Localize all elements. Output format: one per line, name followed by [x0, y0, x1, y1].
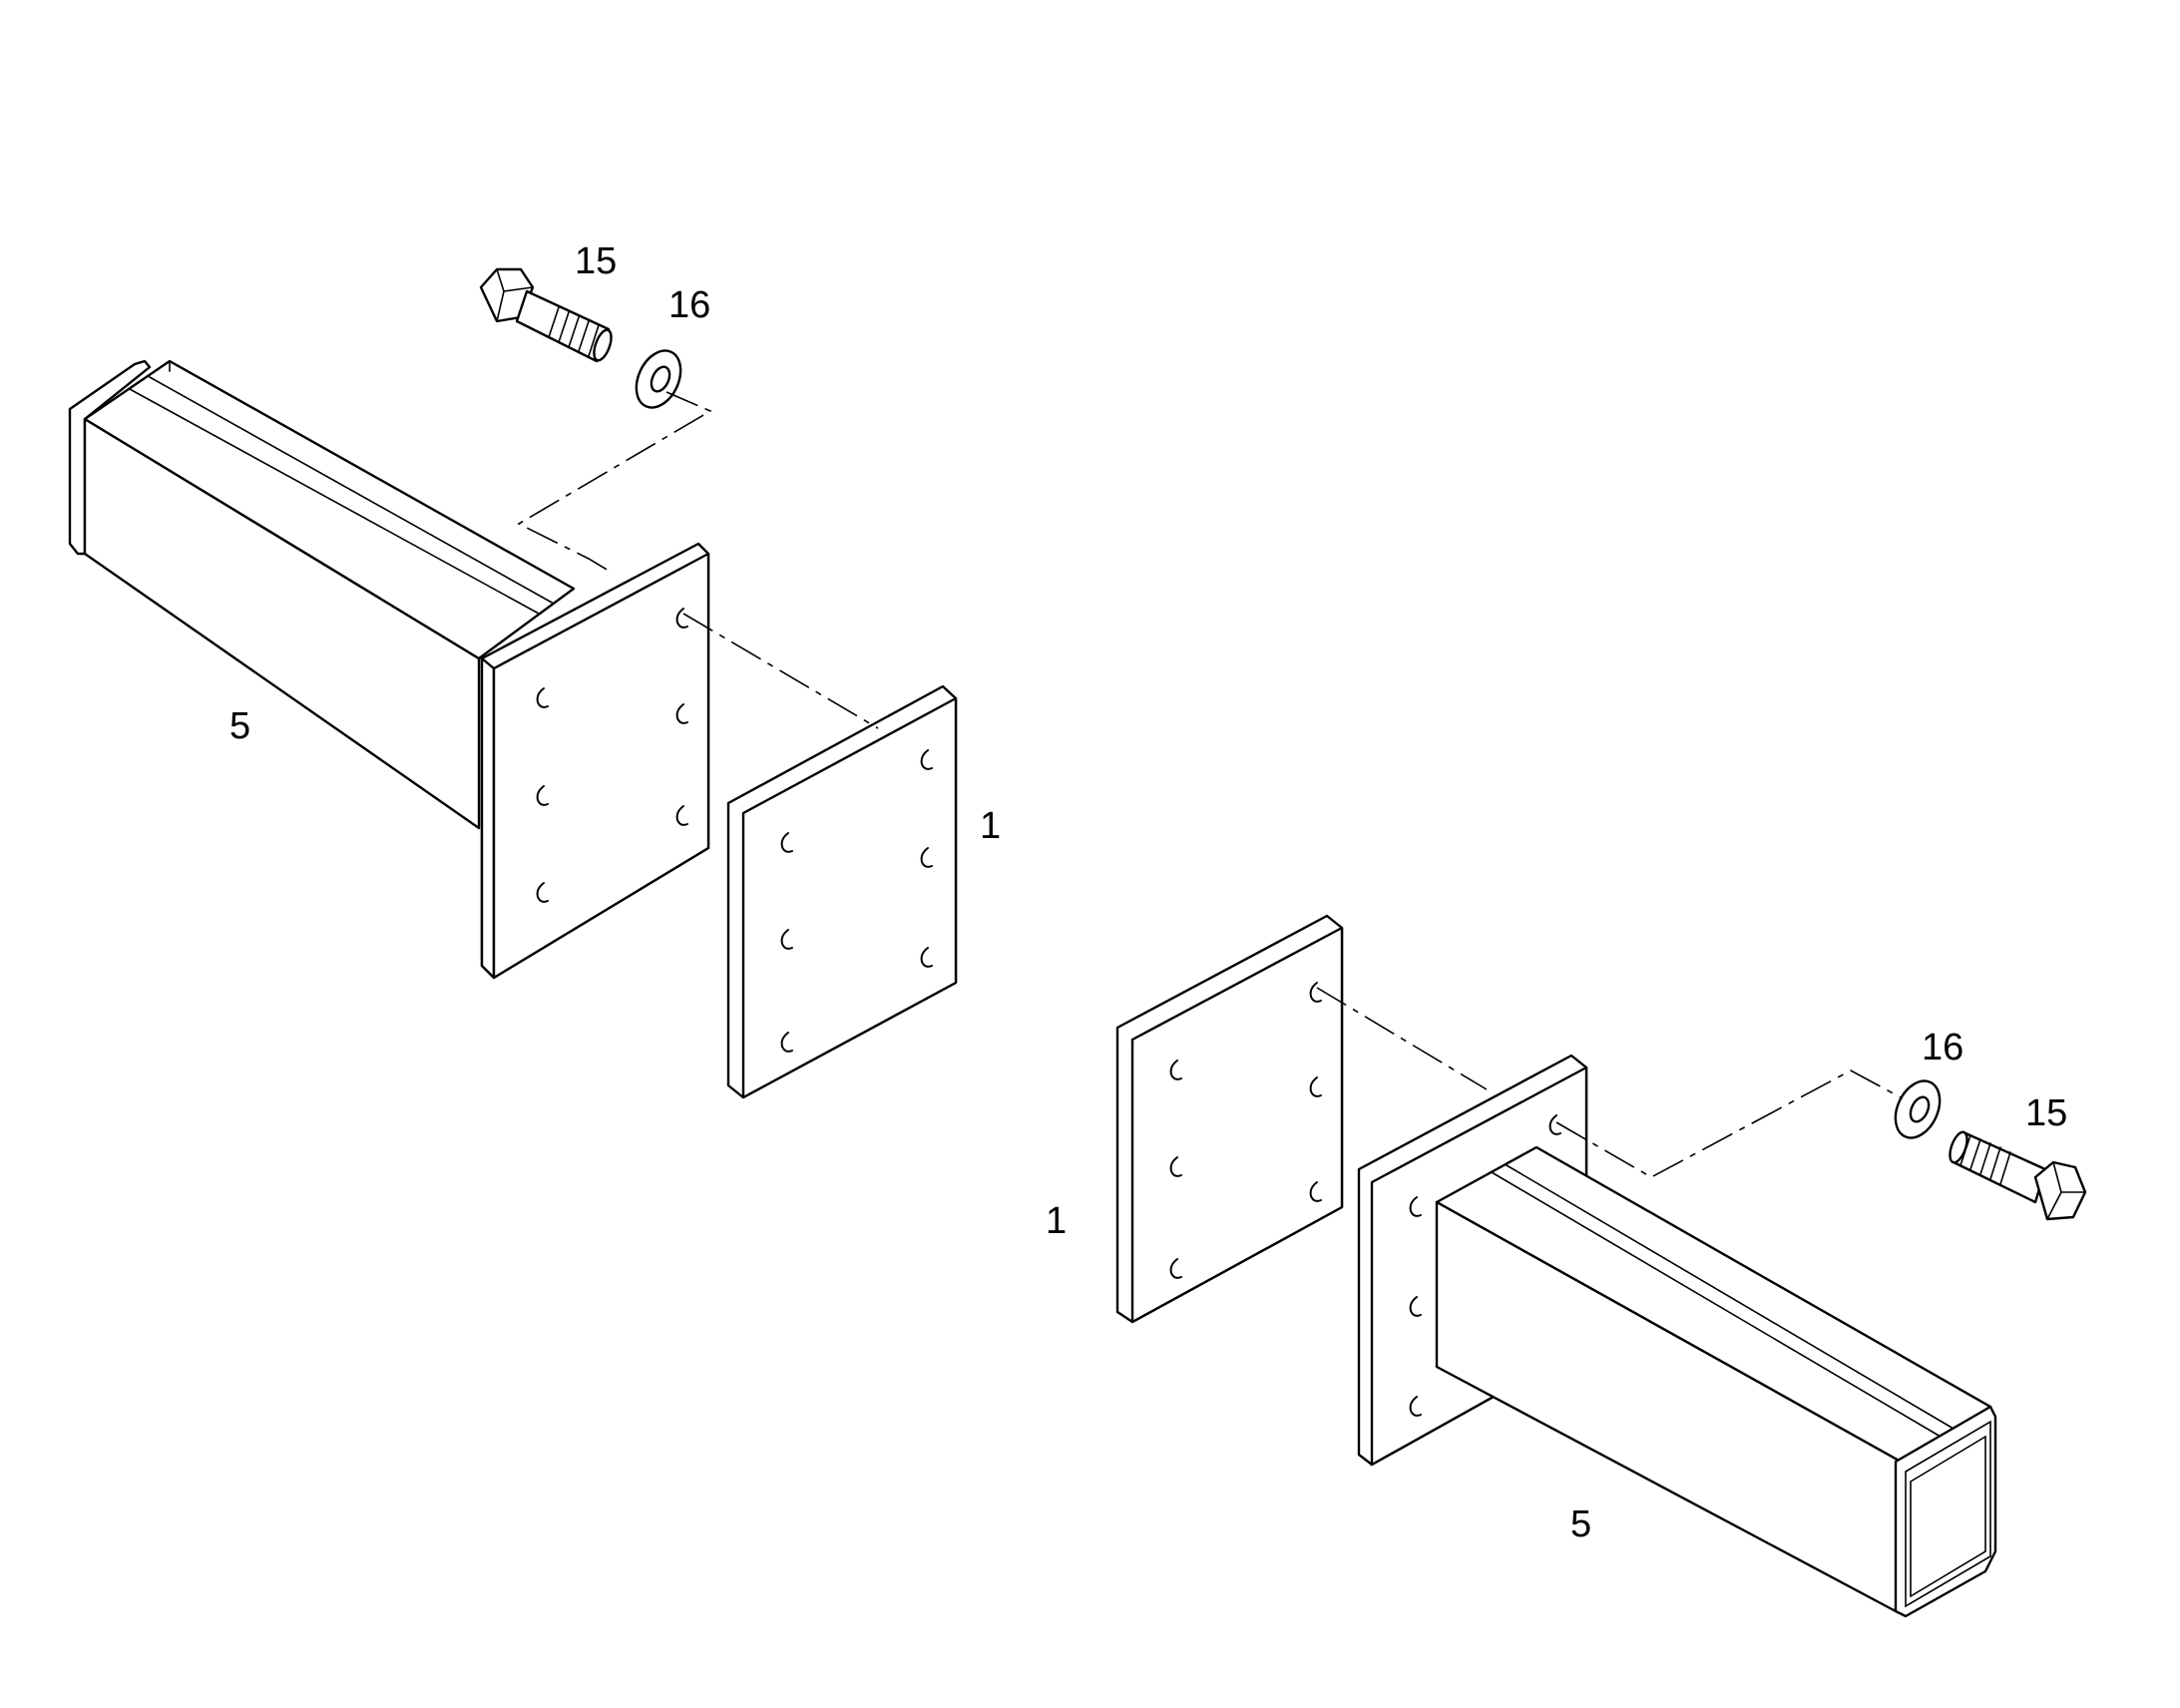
beam-left [68, 359, 576, 830]
spacer-plate-left [726, 684, 958, 1099]
leader-plate-left [682, 613, 879, 729]
washer-right [1894, 1079, 1942, 1139]
bolt-right [1949, 1130, 2087, 1221]
flange-plate-left [480, 542, 710, 980]
leader-washer-left [517, 391, 712, 575]
callout-plate-right: 1 [1046, 1200, 1067, 1242]
callout-washer-top-left: 16 [668, 284, 710, 326]
leader-washer-right [1555, 1069, 1902, 1178]
washer-left [635, 349, 682, 409]
callout-beam-left: 5 [229, 705, 250, 747]
callout-plate-left: 1 [980, 805, 1001, 847]
leader-plate-right [1316, 987, 1488, 1090]
spacer-plate-right [1115, 914, 1344, 1324]
beam-right [1435, 1145, 1997, 1618]
callout-beam-right: 5 [1570, 1503, 1591, 1545]
callout-washer-bottom-right: 16 [1922, 1027, 1963, 1068]
callout-bolt-bottom-right: 15 [2025, 1092, 2067, 1134]
callout-bolt-top-left: 15 [575, 240, 617, 282]
bolt-left [479, 267, 613, 363]
